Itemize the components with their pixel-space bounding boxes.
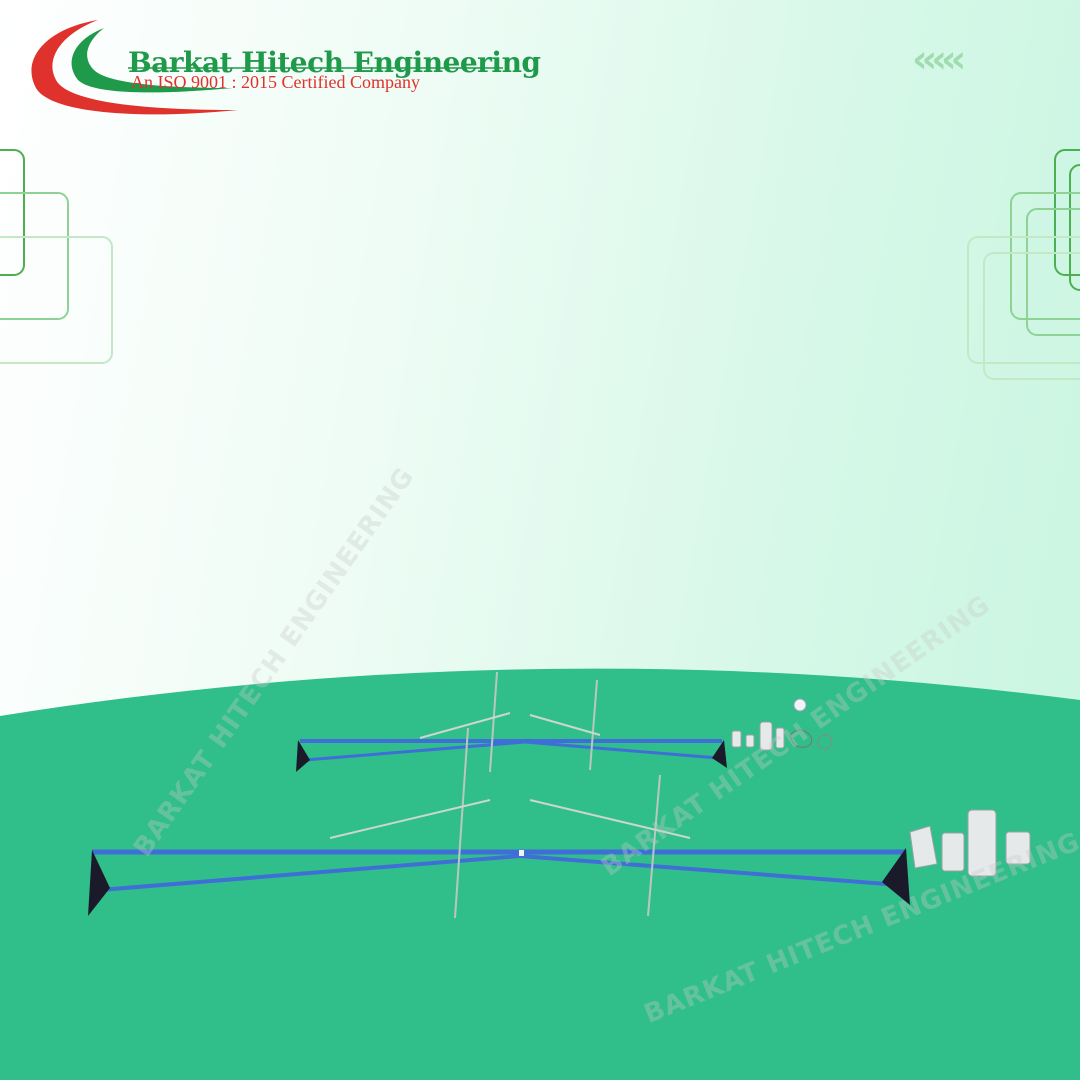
logo-swoosh-icon — [31, 20, 503, 115]
small-frame-assembly — [296, 671, 727, 773]
large-frame-assembly — [88, 727, 910, 919]
company-logo: Barkat Hitech Engineering An ISO 9001 : … — [28, 18, 541, 120]
accessory-parts — [731, 698, 1031, 877]
iso-tagline: An ISO 9001 : 2015 Certified Company — [131, 72, 420, 92]
company-name: Barkat Hitech Engineering — [128, 46, 541, 79]
chevrons-left-icon: ‹‹‹‹‹ — [912, 37, 966, 81]
